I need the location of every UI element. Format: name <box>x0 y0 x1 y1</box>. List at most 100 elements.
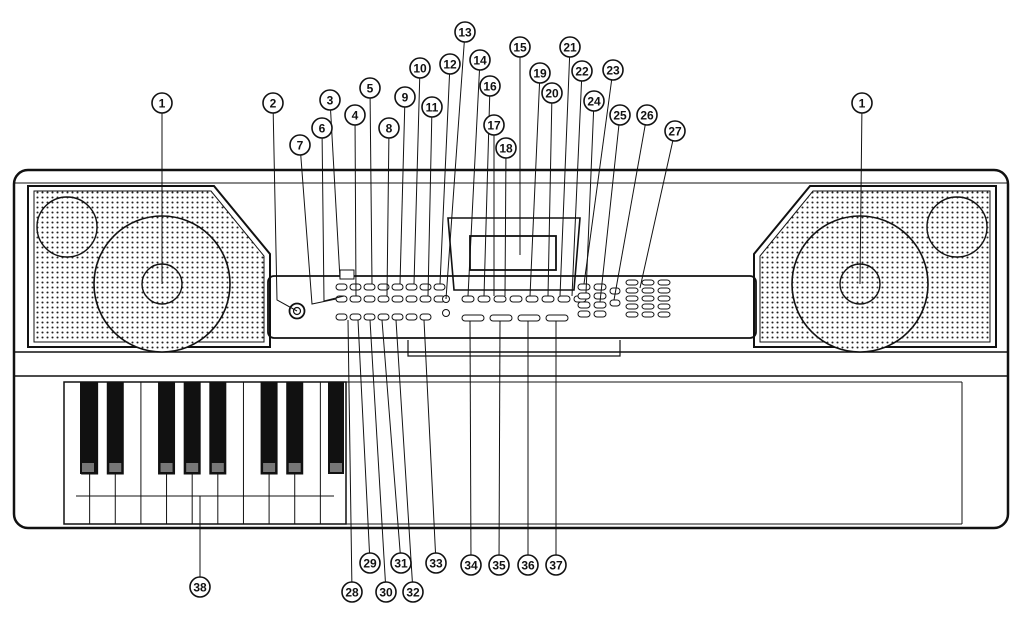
panel-button-upper[interactable] <box>335 283 348 291</box>
panel-button-lower[interactable] <box>363 313 376 321</box>
panel-button-upper[interactable] <box>363 283 376 291</box>
number-pad-button[interactable] <box>641 287 655 294</box>
callout-28: 28 <box>341 581 363 603</box>
callout-6: 6 <box>311 117 333 139</box>
black-key-highlight <box>82 463 94 472</box>
panel-button-right[interactable] <box>577 292 591 300</box>
black-key[interactable] <box>158 381 176 475</box>
number-pad-button[interactable] <box>657 279 671 286</box>
panel-button-center[interactable] <box>525 295 539 303</box>
callout-label: 5 <box>367 82 374 96</box>
leader-line-19 <box>529 82 541 297</box>
black-key[interactable] <box>328 382 344 474</box>
panel-button-upper[interactable] <box>377 283 390 291</box>
number-pad-button[interactable] <box>641 303 655 310</box>
panel-button-center[interactable] <box>541 295 555 303</box>
panel-button-center[interactable] <box>509 295 523 303</box>
leader-line-2 <box>272 112 298 312</box>
black-key[interactable] <box>183 381 201 475</box>
callout-circle <box>609 104 631 126</box>
black-key[interactable] <box>106 381 124 475</box>
number-pad-button[interactable] <box>625 295 639 302</box>
number-pad-button[interactable] <box>641 311 655 318</box>
panel-button-right[interactable] <box>609 299 621 307</box>
panel-button-middle[interactable] <box>405 295 418 303</box>
panel-button-lower[interactable] <box>349 313 362 321</box>
panel-button-center[interactable] <box>557 295 571 303</box>
callout-26: 26 <box>636 104 658 126</box>
panel-button-center[interactable] <box>477 295 491 303</box>
power-button[interactable] <box>288 302 306 320</box>
callout-29: 29 <box>359 552 381 574</box>
leader-line-8 <box>386 137 390 297</box>
callout-circle <box>359 77 381 99</box>
callout-21: 21 <box>559 36 581 58</box>
callout-label: 7 <box>297 139 304 153</box>
leader-line-32 <box>395 319 413 583</box>
leader-line-29 <box>357 319 371 554</box>
panel-button-upper[interactable] <box>405 283 418 291</box>
black-key-highlight <box>330 463 342 472</box>
black-key[interactable] <box>80 382 96 474</box>
panel-button-middle[interactable] <box>419 295 432 303</box>
number-pad-button[interactable] <box>641 279 655 286</box>
panel-button-lower[interactable] <box>335 313 348 321</box>
leader-line-5 <box>369 97 373 285</box>
number-pad-button[interactable] <box>657 295 671 302</box>
panel-button-right[interactable] <box>593 283 607 291</box>
number-pad-button[interactable] <box>657 287 671 294</box>
callout-label: 24 <box>587 95 601 109</box>
callout-label: 10 <box>413 62 427 76</box>
callout-5: 5 <box>359 77 381 99</box>
panel-button-long[interactable] <box>489 314 513 322</box>
panel-button-right[interactable] <box>577 283 591 291</box>
panel-button-lower[interactable] <box>419 313 432 321</box>
panel-button-middle[interactable] <box>377 295 390 303</box>
callout-label: 32 <box>406 586 420 600</box>
number-pad-button[interactable] <box>641 295 655 302</box>
callout-label: 33 <box>429 557 443 571</box>
panel-button-right[interactable] <box>593 310 607 318</box>
callout-34: 34 <box>460 554 482 576</box>
callout-19: 19 <box>529 62 551 84</box>
panel-button-right[interactable] <box>593 301 607 309</box>
panel-button-center[interactable] <box>461 295 475 303</box>
panel-button-middle[interactable] <box>363 295 376 303</box>
black-key[interactable] <box>209 381 227 475</box>
leader-line-22 <box>571 80 583 297</box>
panel-button-center[interactable] <box>493 295 507 303</box>
panel-button-middle[interactable] <box>349 295 362 303</box>
number-pad-button[interactable] <box>625 303 639 310</box>
callout-circle <box>454 21 476 43</box>
panel-button-upper[interactable] <box>433 283 446 291</box>
black-key[interactable] <box>286 381 304 475</box>
panel-button-long[interactable] <box>461 314 485 322</box>
callout-circle <box>636 104 658 126</box>
panel-button-right[interactable] <box>577 301 591 309</box>
number-pad-button[interactable] <box>625 287 639 294</box>
number-pad-button[interactable] <box>657 303 671 310</box>
number-pad-button[interactable] <box>625 311 639 318</box>
panel-button-lower[interactable] <box>405 313 418 321</box>
callout-label: 16 <box>483 80 497 94</box>
leader-line-27 <box>639 140 674 289</box>
number-pad-button[interactable] <box>625 279 639 286</box>
black-key[interactable] <box>260 381 278 475</box>
panel-button-lower[interactable] <box>391 313 404 321</box>
callout-circle <box>517 554 539 576</box>
callout-label: 9 <box>402 91 409 105</box>
panel-button-long[interactable] <box>545 314 569 322</box>
number-pad-button[interactable] <box>657 311 671 318</box>
panel-button-lower[interactable] <box>377 313 390 321</box>
panel-button-middle[interactable] <box>391 295 404 303</box>
callout-18: 18 <box>495 137 517 159</box>
callout-33: 33 <box>425 552 447 574</box>
leader-line-14 <box>467 69 480 297</box>
callout-circle <box>439 53 461 75</box>
panel-button-upper[interactable] <box>419 283 432 291</box>
panel-knob[interactable] <box>442 309 450 317</box>
panel-button-upper[interactable] <box>391 283 404 291</box>
panel-button-right[interactable] <box>577 310 591 318</box>
panel-button-long[interactable] <box>517 314 541 322</box>
